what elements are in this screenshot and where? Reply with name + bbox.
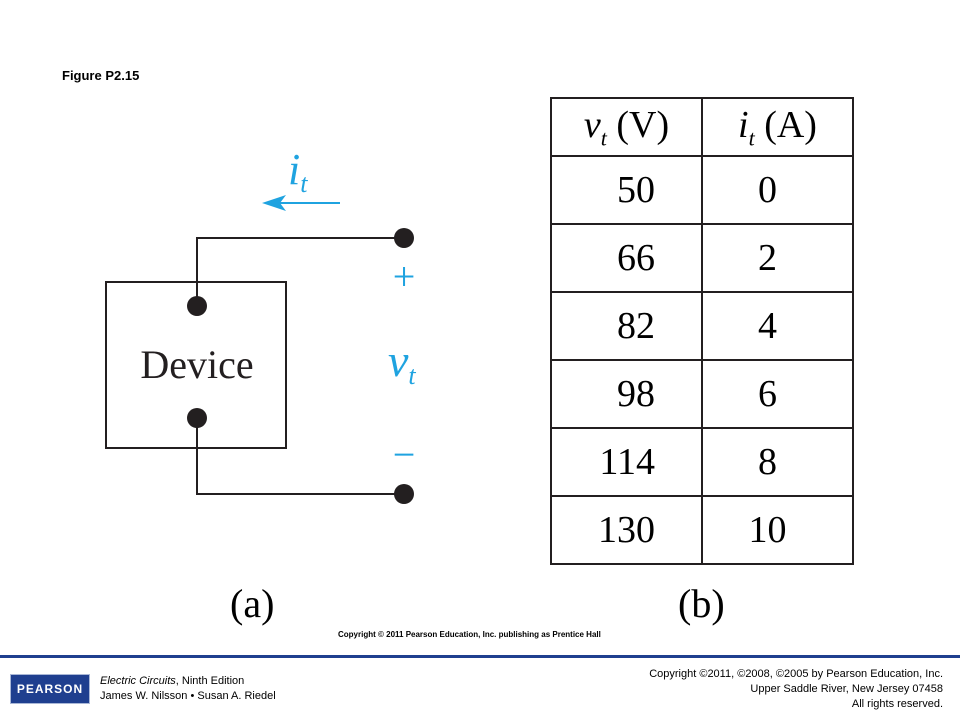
copyright-line-2: Upper Saddle River, New Jersey 07458 <box>750 683 943 695</box>
footer-copyright: Copyright ©2011, ©2008, ©2005 by Pearson… <box>649 667 943 712</box>
current-symbol: i <box>288 145 300 194</box>
bottom-terminal <box>394 484 414 504</box>
voltage-cell: 130 <box>550 495 703 565</box>
voltage-cell: 98 <box>550 359 703 429</box>
voltage-cell: 50 <box>550 155 703 225</box>
device-label: Device <box>140 342 253 387</box>
book-authors: James W. Nilsson • Susan A. Riedel <box>100 690 276 702</box>
current-cell: 6 <box>701 359 854 429</box>
copyright-line-3: All rights reserved. <box>851 698 943 710</box>
current-arrow-head <box>262 195 286 211</box>
bottom-wire <box>196 418 404 495</box>
voltage-header: vt (V) <box>550 97 703 157</box>
current-cell: 8 <box>701 427 854 497</box>
current-subscript: t <box>300 169 308 198</box>
device-bottom-node <box>187 408 207 428</box>
figure-copyright: Copyright © 2011 Pearson Education, Inc.… <box>338 630 601 639</box>
book-title-line: Electric Circuits, Ninth Edition <box>100 674 276 689</box>
figure-title: Figure P2.15 <box>62 68 140 83</box>
minus-sign: − <box>393 432 416 477</box>
voltage-cell: 82 <box>550 291 703 361</box>
book-info: Electric Circuits, Ninth Edition James W… <box>100 674 276 704</box>
copyright-line-1: Copyright ©2011, ©2008, ©2005 by Pearson… <box>649 668 943 680</box>
device-top-node <box>187 296 207 316</box>
pearson-logo: PEARSON <box>10 674 90 704</box>
part-label-b: (b) <box>678 581 725 626</box>
svg-text:it: it <box>288 145 308 198</box>
table-header-row: vt (V) it (A) <box>550 97 854 157</box>
voltage-cell: 66 <box>550 223 703 293</box>
part-label-a: (a) <box>230 581 275 626</box>
circuit-diagram: Device it + vt − <box>105 145 416 504</box>
voltage-cell: 114 <box>550 427 703 497</box>
current-cell: 2 <box>701 223 854 293</box>
book-title: Electric Circuits <box>100 675 176 687</box>
current-cell: 10 <box>701 495 854 565</box>
svg-text:vt: vt <box>388 335 416 390</box>
voltage-symbol: v <box>388 335 409 386</box>
top-terminal <box>394 228 414 248</box>
current-header: it (A) <box>701 97 854 157</box>
plus-sign: + <box>393 254 416 299</box>
current-cell: 4 <box>701 291 854 361</box>
top-wire <box>196 237 404 306</box>
voltage-subscript: t <box>408 361 416 390</box>
current-cell: 0 <box>701 155 854 225</box>
book-edition: , Ninth Edition <box>175 675 245 687</box>
footer-divider <box>0 655 960 658</box>
